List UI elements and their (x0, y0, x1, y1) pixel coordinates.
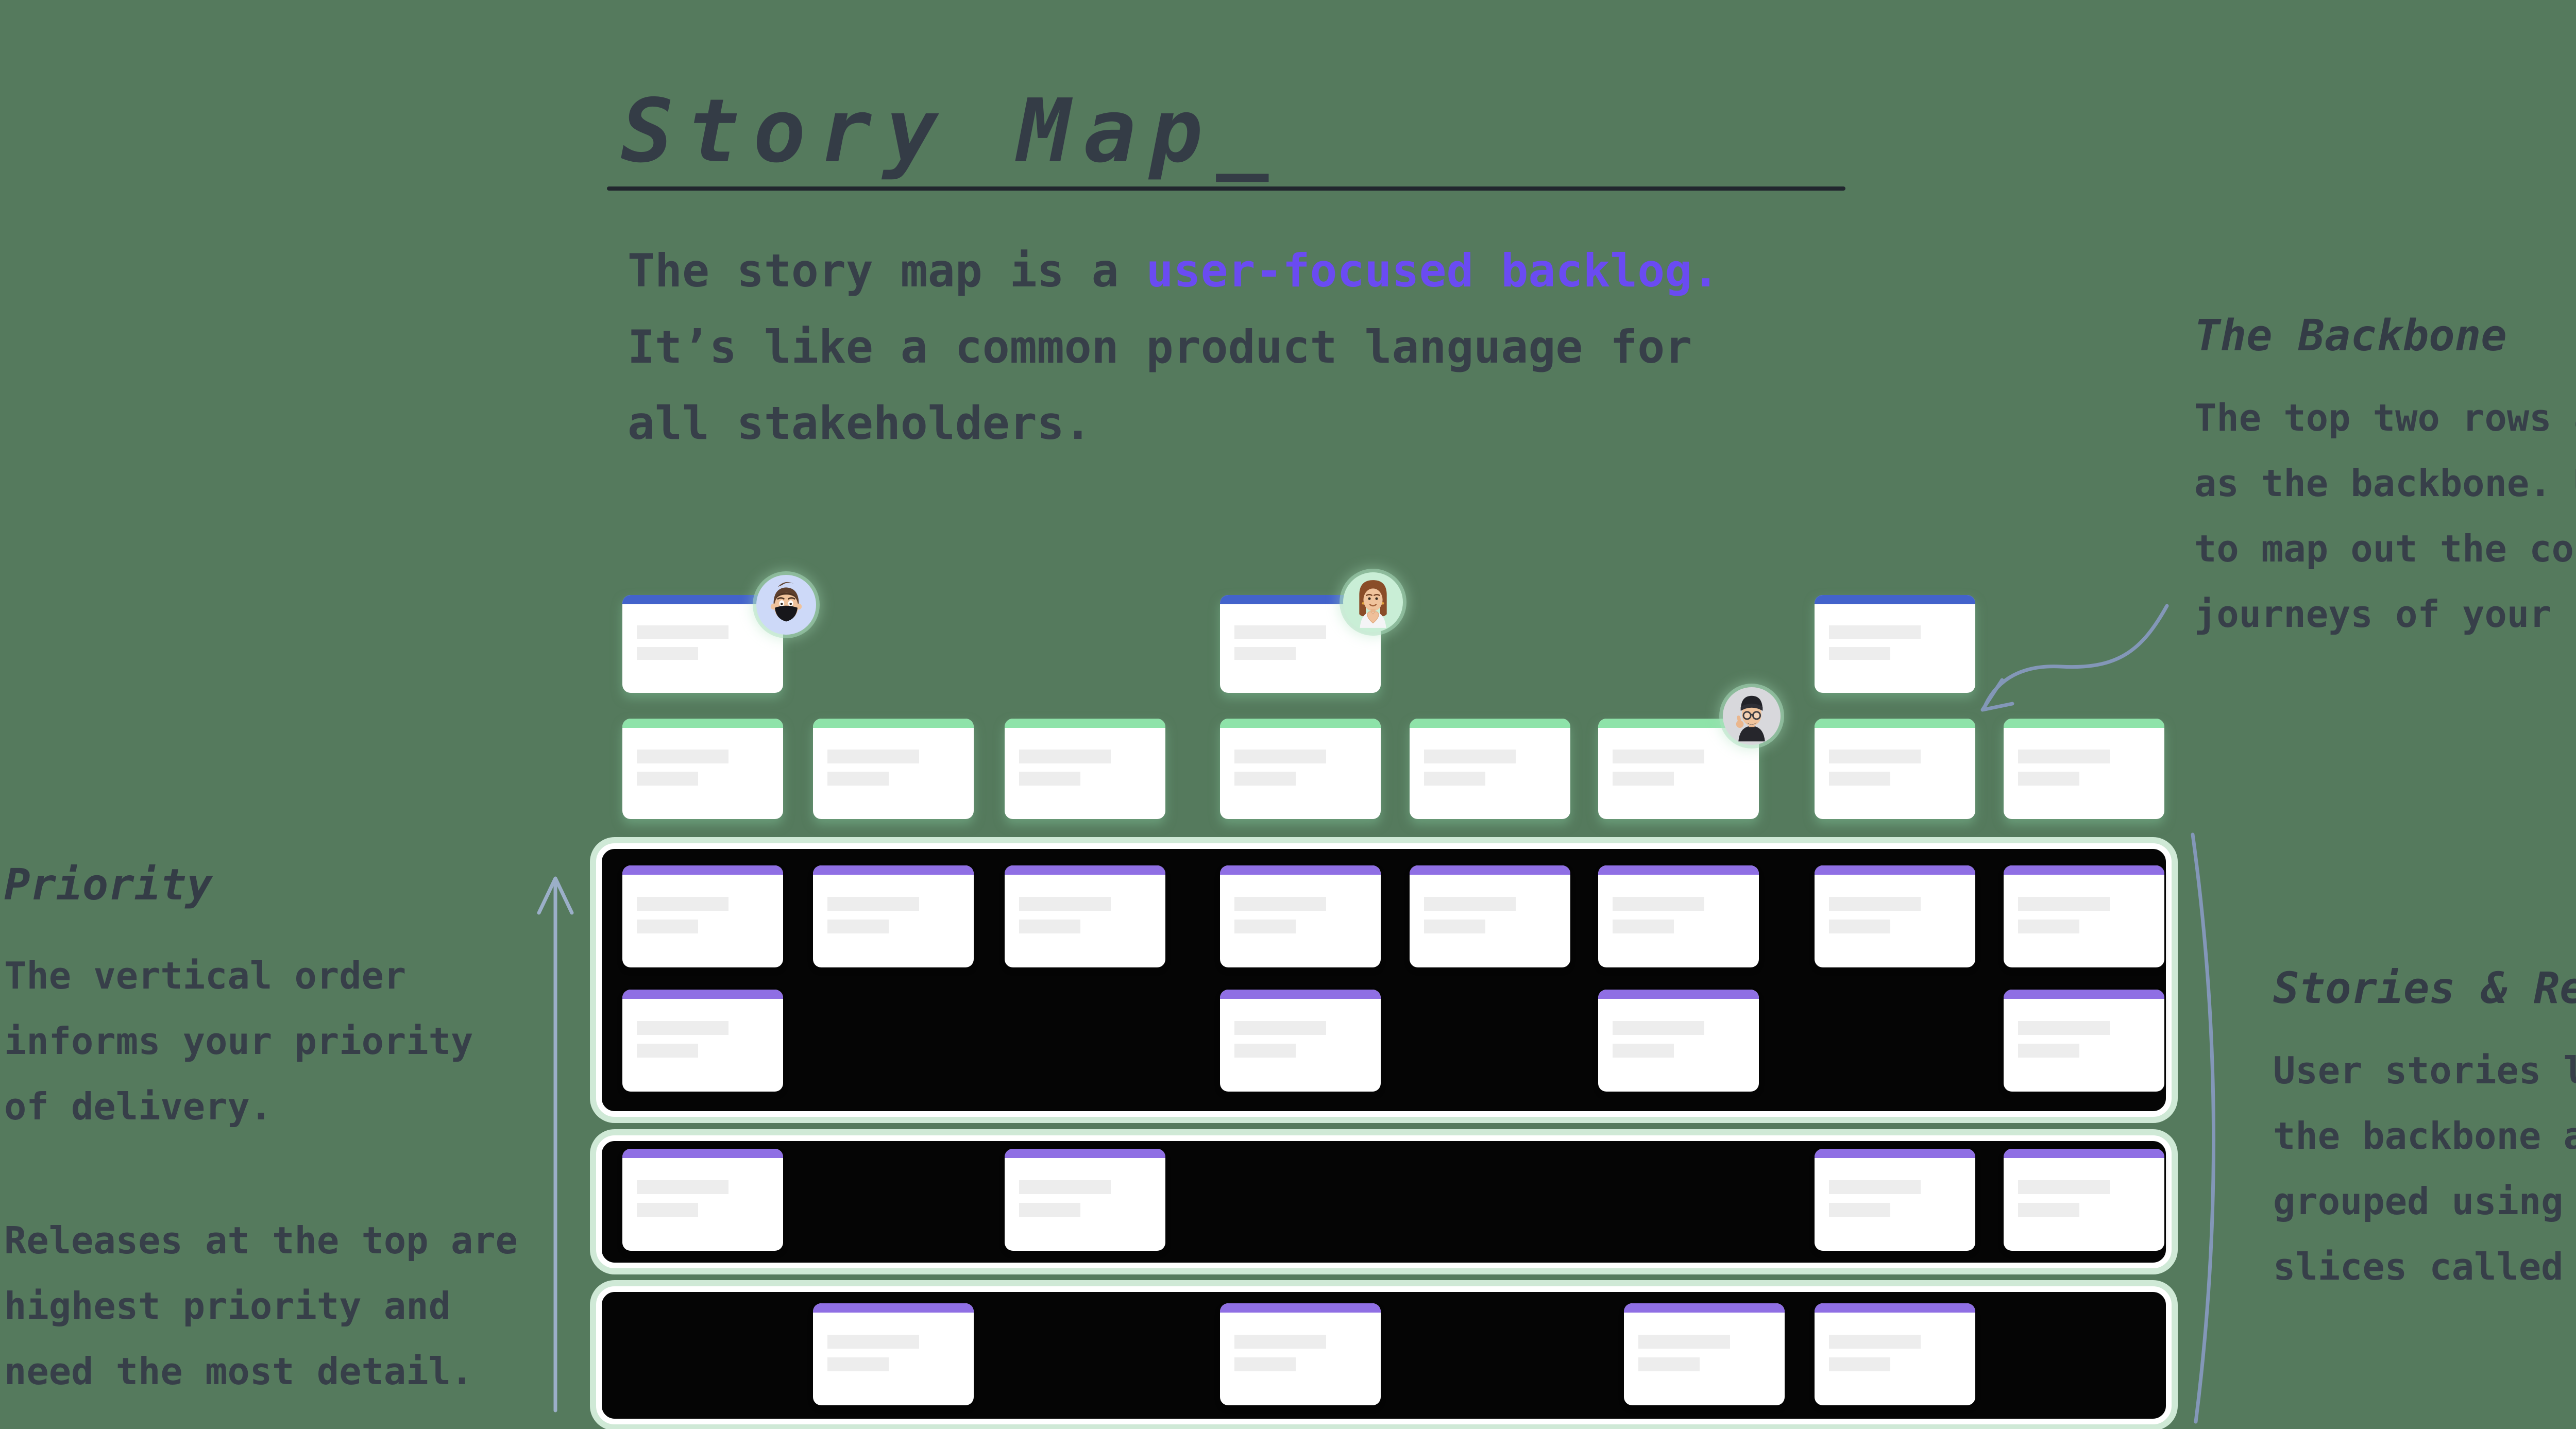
card-accent-bar (1410, 865, 1570, 875)
priority-description-2: Releases at the top are highest priority… (4, 1219, 518, 1393)
intro-highlight: user-focused backlog. (1146, 244, 1720, 297)
story-card (1410, 865, 1570, 967)
story-card (2004, 1149, 2164, 1251)
card-accent-bar (622, 719, 783, 728)
backbone-activity-card (813, 719, 974, 819)
backbone-activity-card (1005, 719, 1165, 819)
backbone-activity-card (1410, 719, 1570, 819)
story-card (813, 1303, 974, 1405)
card-accent-bar (1005, 719, 1165, 728)
intro-line-2: It’s like a common product language for (628, 320, 1692, 373)
card-accent-bar (1410, 719, 1570, 728)
story-card (1005, 865, 1165, 967)
intro-prefix: The story map is a (628, 244, 1146, 297)
card-accent-bar (1815, 595, 1975, 604)
story-card (2004, 865, 2164, 967)
card-accent-bar (1220, 595, 1381, 604)
card-accent-bar (2004, 1149, 2164, 1158)
story-card (1220, 865, 1381, 967)
story-card (622, 990, 783, 1092)
card-accent-bar (622, 865, 783, 875)
story-card (1815, 1303, 1975, 1405)
story-card (1598, 990, 1759, 1092)
card-accent-bar (1815, 1149, 1975, 1158)
card-accent-bar (2004, 719, 2164, 728)
avatar-beanie-man (1723, 687, 1781, 745)
story-card (1815, 865, 1975, 967)
persona-card (1815, 595, 1975, 693)
card-accent-bar (1220, 865, 1381, 875)
masked-man-memoji-icon (770, 582, 802, 622)
avatar-heart-hands-woman (1343, 572, 1403, 632)
stories-releases-description: User stories live under the backbone and… (2273, 1049, 2576, 1288)
page-title: Story Map_ (621, 80, 1282, 182)
title-underline (607, 186, 1845, 191)
story-card (1598, 865, 1759, 967)
card-accent-bar (813, 865, 974, 875)
card-accent-bar (1815, 719, 1975, 728)
card-accent-bar (1005, 1149, 1165, 1158)
card-accent-bar (1005, 865, 1165, 875)
avatar-masked-man (756, 575, 816, 635)
intro-text: The story map is a user-focused backlog.… (628, 233, 1719, 462)
card-accent-bar (622, 595, 783, 604)
backbone-activity-card (1220, 719, 1381, 819)
story-card (813, 865, 974, 967)
card-accent-bar (1815, 1303, 1975, 1313)
card-accent-bar (1220, 990, 1381, 999)
card-accent-bar (622, 1149, 783, 1158)
story-card (1220, 990, 1381, 1092)
persona-card (622, 595, 783, 693)
backbone-description: The top two rows are known as the backbo… (2194, 396, 2576, 636)
story-card (622, 1149, 783, 1251)
card-accent-bar (1598, 719, 1759, 728)
story-card (1220, 1303, 1381, 1405)
card-accent-bar (1220, 719, 1381, 728)
backbone-activity-card (622, 719, 783, 819)
card-accent-bar (2004, 990, 2164, 999)
card-accent-bar (622, 990, 783, 999)
backbone-activity-card (2004, 719, 2164, 819)
card-accent-bar (2004, 865, 2164, 875)
story-card (1624, 1303, 1785, 1405)
priority-description-1: The vertical order informs your priority… (4, 954, 473, 1128)
intro-line-1: The story map is a user-focused backlog. (628, 233, 1719, 309)
intro-line-3: all stakeholders. (628, 397, 1092, 450)
card-accent-bar (1220, 1303, 1381, 1313)
heart-hands-woman-memoji-icon (1359, 580, 1387, 628)
story-card (2004, 990, 2164, 1092)
backbone-heading: The Backbone (2194, 310, 2507, 361)
card-accent-bar (813, 1303, 974, 1313)
priority-heading: Priority (4, 859, 213, 910)
story-card (1815, 1149, 1975, 1251)
card-accent-bar (1624, 1303, 1785, 1313)
backbone-activity-card (1815, 719, 1975, 819)
stories-releases-heading: Stories & Releases (2273, 963, 2576, 1013)
card-accent-bar (1598, 865, 1759, 875)
story-card (622, 865, 783, 967)
card-accent-bar (1815, 865, 1975, 875)
card-accent-bar (1598, 990, 1759, 999)
beanie-man-memoji-icon (1736, 695, 1765, 742)
card-accent-bar (813, 719, 974, 728)
story-card (1005, 1149, 1165, 1251)
